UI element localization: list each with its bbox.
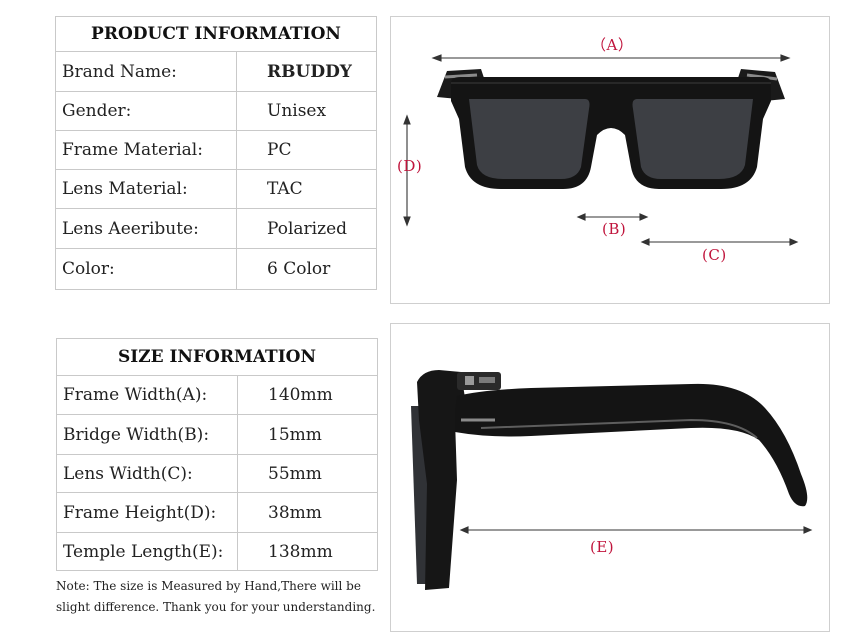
- product-information-title: PRODUCT INFORMATION: [55, 16, 377, 52]
- frame-material-value: PC: [236, 130, 377, 170]
- gender-label: Gender:: [55, 91, 237, 131]
- table-row: Lens Aeeribute: Polarized: [55, 208, 377, 249]
- frame-height-value: 38mm: [237, 492, 378, 533]
- frame-height-label: Frame Height(D):: [56, 492, 238, 533]
- front-view-illustration: [403, 54, 799, 246]
- dimension-label-a: （A）: [591, 36, 634, 54]
- color-value: 6 Color: [236, 248, 377, 290]
- brand-name-value: RBUDDY: [236, 51, 377, 92]
- dimension-label-b: (B): [602, 220, 627, 238]
- right-lens: [632, 99, 753, 179]
- bridge-width-value: 15mm: [237, 414, 378, 455]
- dimension-label-d: (D): [397, 157, 423, 175]
- front-view-panel: （A） (D) (B) (C): [390, 16, 830, 304]
- lens-material-value: TAC: [236, 169, 377, 209]
- table-row: Frame Height(D): 38mm: [56, 492, 378, 533]
- size-information-table: SIZE INFORMATION Frame Width(A): 140mm B…: [56, 338, 378, 571]
- gender-value: Unisex: [236, 91, 377, 131]
- table-row: Brand Name: RBUDDY: [55, 51, 377, 92]
- table-row: Temple Length(E): 138mm: [56, 532, 378, 571]
- table-row: Lens Width(C): 55mm: [56, 454, 378, 493]
- temple-length-value: 138mm: [237, 532, 378, 571]
- measurement-note: Note: The size is Measured by Hand,There…: [56, 579, 376, 614]
- dimension-label-e: (E): [590, 538, 615, 556]
- table-row: Frame Width(A): 140mm: [56, 375, 378, 415]
- side-temple-arm: [455, 383, 808, 507]
- frame-material-label: Frame Material:: [55, 130, 237, 170]
- left-lens: [469, 99, 590, 179]
- side-view-panel: (E): [390, 323, 830, 632]
- frame-width-label: Frame Width(A):: [56, 375, 238, 415]
- color-label: Color:: [55, 248, 237, 290]
- brand-name-label: Brand Name:: [55, 51, 237, 92]
- dimension-label-c: (C): [702, 246, 727, 264]
- lens-attribute-label: Lens Aeeribute:: [55, 208, 237, 249]
- product-information-table: PRODUCT INFORMATION Brand Name: RBUDDY G…: [55, 16, 377, 290]
- table-row: Lens Material: TAC: [55, 169, 377, 209]
- dimension-arrow-e: [459, 526, 813, 534]
- lens-width-label: Lens Width(C):: [56, 454, 238, 493]
- lens-attribute-value: Polarized: [236, 208, 377, 249]
- size-information-title: SIZE INFORMATION: [56, 338, 378, 376]
- table-row: Color: 6 Color: [55, 248, 377, 290]
- bridge-width-label: Bridge Width(B):: [56, 414, 238, 455]
- table-row: Frame Material: PC: [55, 130, 377, 170]
- table-row: Bridge Width(B): 15mm: [56, 414, 378, 455]
- side-view-illustration: [411, 370, 813, 590]
- lens-material-label: Lens Material:: [55, 169, 237, 209]
- side-frame-front: [417, 370, 465, 590]
- dimension-arrows: [403, 54, 799, 246]
- temple-length-label: Temple Length(E):: [56, 532, 238, 571]
- frame-width-value: 140mm: [237, 375, 378, 415]
- table-row: Gender: Unisex: [55, 91, 377, 131]
- lens-width-value: 55mm: [237, 454, 378, 493]
